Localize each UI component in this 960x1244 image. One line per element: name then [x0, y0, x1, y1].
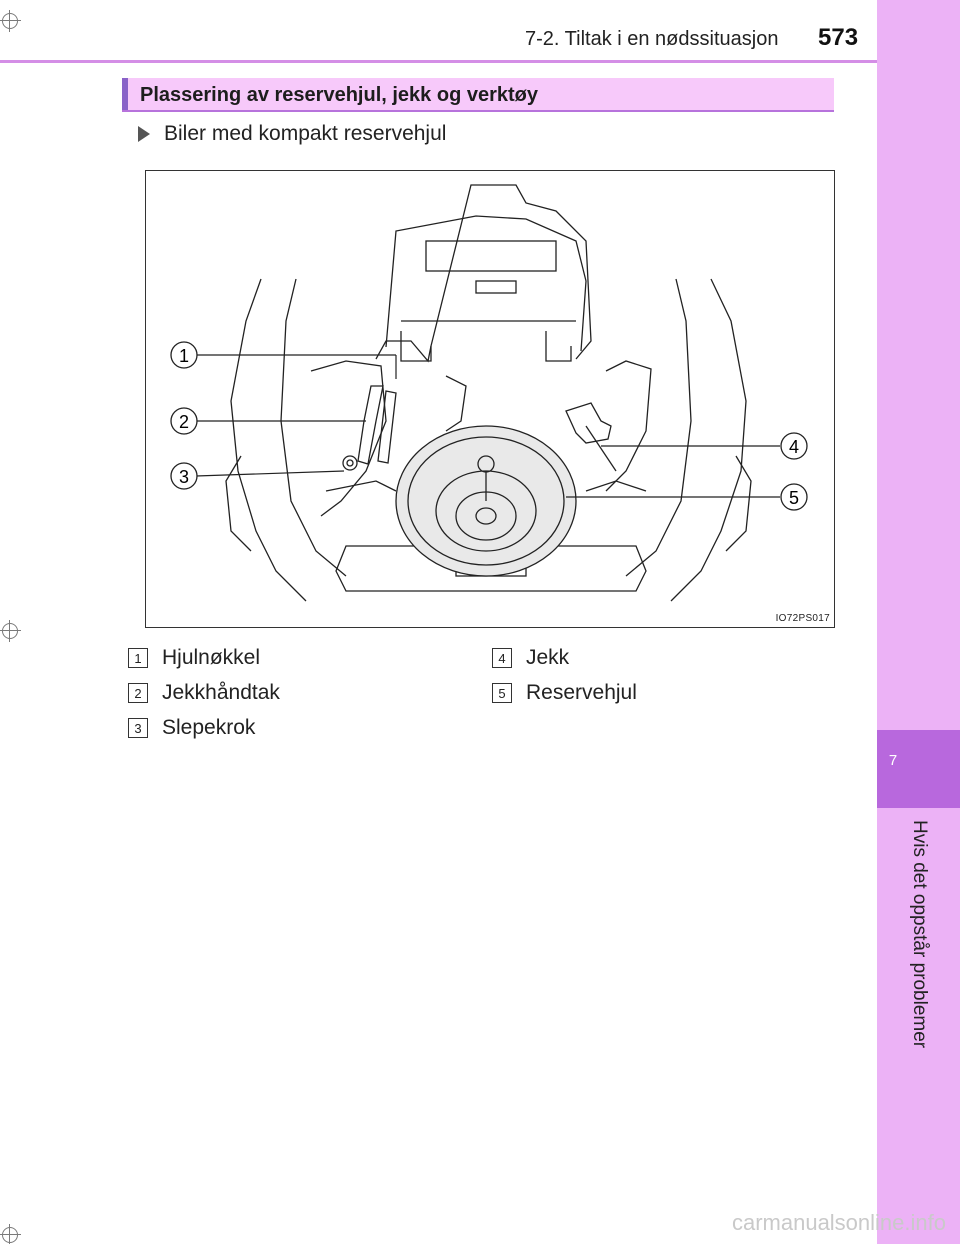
legend-label: Reservehjul: [526, 681, 637, 704]
callout-1: 1: [179, 346, 189, 366]
subheading: Biler med kompakt reservehjul: [138, 122, 446, 146]
triangle-bullet-icon: [138, 126, 150, 142]
watermark: carmanualsonline.info: [731, 1210, 946, 1235]
legend-item-3: 3 Slepekrok: [128, 716, 255, 740]
car-outline: [225, 184, 752, 602]
callout-5: 5: [789, 488, 799, 508]
trunk-illustration: 1 2 3 4 5 IO72PS017: [145, 170, 835, 628]
legend-item-4: 4 Jekk: [492, 646, 569, 670]
title-accent: [122, 78, 128, 110]
header-rule: [0, 60, 877, 63]
section-title-bar: Plassering av reservehjul, jekk og verkt…: [122, 78, 834, 112]
legend-label: Slepekrok: [162, 716, 256, 739]
legend-number: 5: [492, 683, 512, 703]
callout-markers: 1 2 3 4 5: [170, 341, 808, 511]
chapter-number: 7: [888, 752, 898, 769]
subheading-text: Biler med kompakt reservehjul: [164, 122, 447, 145]
legend-number: 3: [128, 718, 148, 738]
callout-2: 2: [179, 412, 189, 432]
legend-number: 4: [492, 648, 512, 668]
crop-mark-mid-left: [0, 620, 21, 642]
page-number: 573: [818, 24, 859, 51]
legend-item-1: 1 Hjulnøkkel: [128, 646, 260, 670]
figure-code: IO72PS017: [775, 613, 830, 624]
legend-number: 2: [128, 683, 148, 703]
legend-item-2: 2 Jekkhåndtak: [128, 681, 280, 705]
chapter-number-box: [877, 730, 960, 808]
section-label: 7-2. Tiltak i en nødssituasjon: [525, 28, 779, 50]
callout-4: 4: [789, 437, 799, 457]
legend-number: 1: [128, 648, 148, 668]
callout-leaders: [195, 354, 780, 498]
legend-label: Jekk: [526, 646, 570, 669]
legend-label: Jekkhåndtak: [162, 681, 280, 704]
trunk-drawing: 1 2 3 4 5: [170, 184, 808, 602]
crop-mark-bottom-left: [0, 1224, 21, 1244]
section-title: Plassering av reservehjul, jekk og verkt…: [140, 84, 538, 106]
chapter-title: Hvis det oppstår problemer: [909, 820, 930, 1049]
chapter-side-tab: [877, 0, 960, 1244]
crop-mark-top-left: [0, 10, 21, 32]
legend-label: Hjulnøkkel: [162, 646, 261, 669]
callout-3: 3: [179, 467, 189, 487]
legend-item-5: 5 Reservehjul: [492, 681, 637, 705]
